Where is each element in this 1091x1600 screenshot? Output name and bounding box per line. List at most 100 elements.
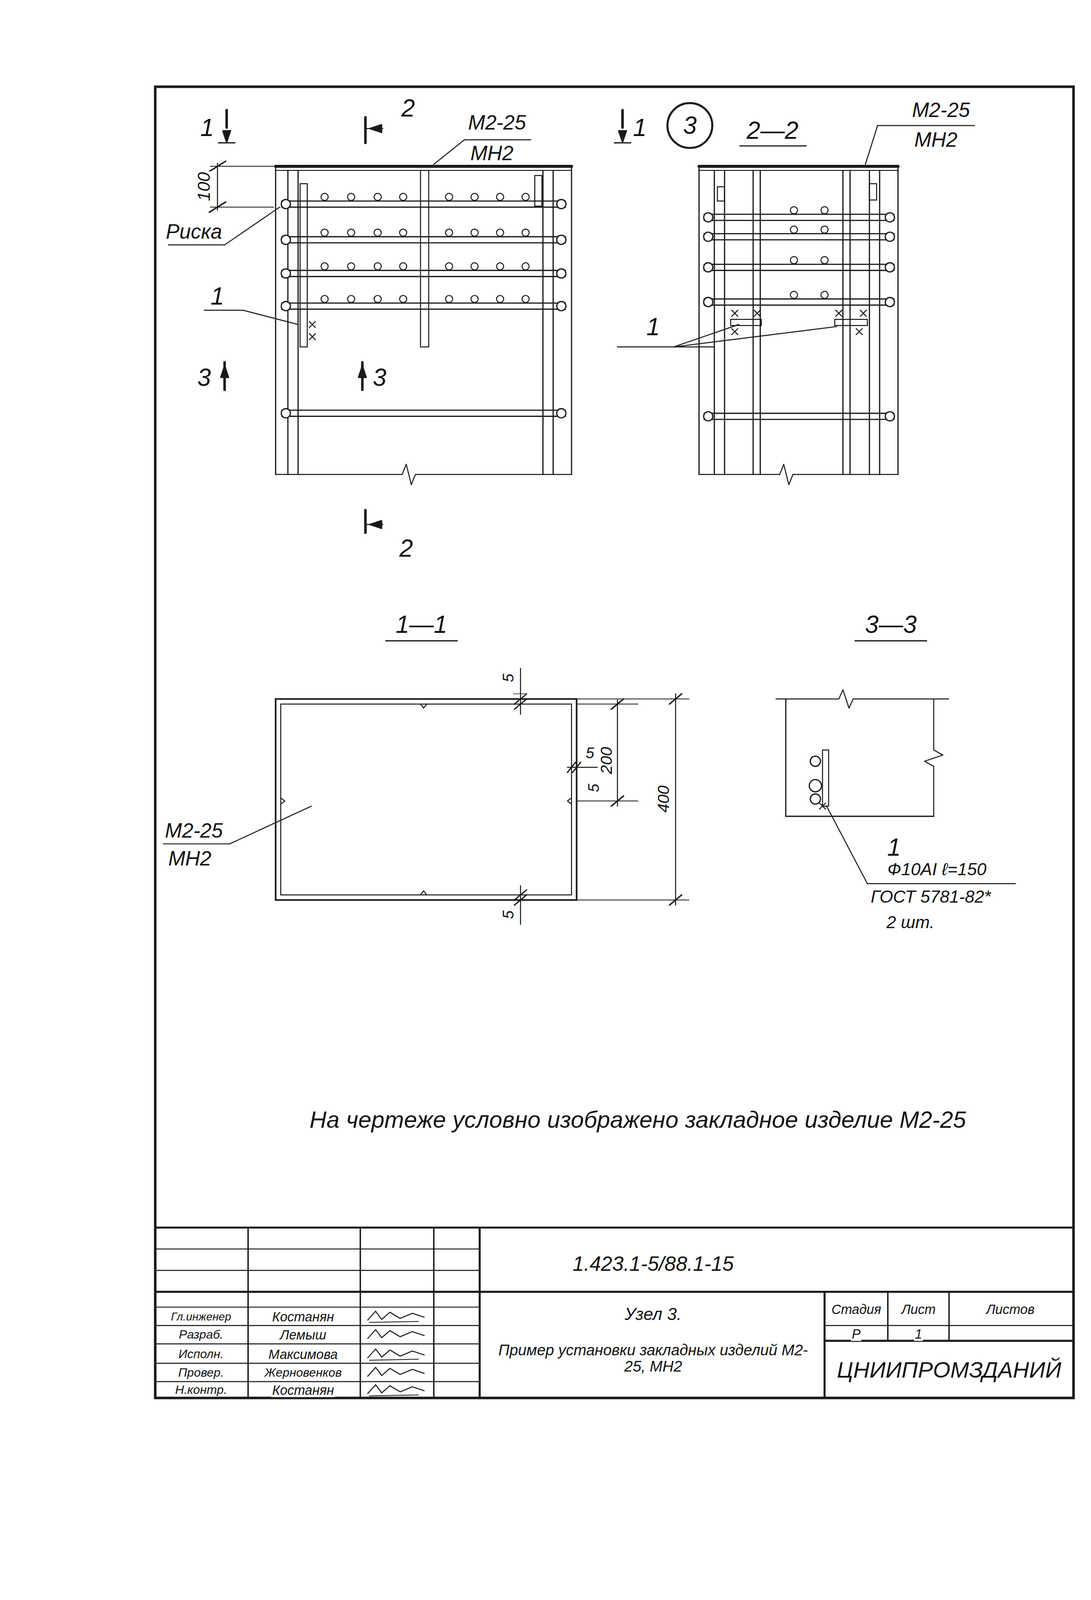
anchor-bar bbox=[869, 183, 877, 201]
sheet-frame bbox=[155, 86, 1074, 1398]
label: 400 bbox=[654, 784, 672, 814]
label: 1 bbox=[886, 834, 902, 860]
dim-tick bbox=[514, 698, 527, 709]
bar-section bbox=[809, 779, 822, 792]
section-mark bbox=[218, 142, 235, 144]
label: Листов bbox=[985, 1302, 1036, 1317]
section-mark bbox=[363, 510, 367, 533]
stirrup-end bbox=[885, 212, 895, 222]
bar-section bbox=[374, 193, 382, 201]
label: Максимова bbox=[267, 1347, 339, 1362]
weld-mark bbox=[819, 803, 826, 810]
weld-mark bbox=[856, 328, 863, 335]
bar-section bbox=[321, 262, 329, 270]
bar-section bbox=[321, 295, 329, 303]
stirrup-end bbox=[556, 408, 566, 418]
label: 1 bbox=[632, 114, 648, 141]
label: Ф10АI ℓ=150 bbox=[886, 860, 988, 879]
bar-section bbox=[496, 228, 504, 236]
stirrup-end bbox=[703, 232, 714, 242]
label: 3—3 bbox=[863, 611, 918, 638]
label: Разраб. bbox=[177, 1328, 225, 1342]
label: М2-25 bbox=[467, 111, 527, 134]
bar-section bbox=[790, 226, 798, 234]
label: 3 bbox=[196, 364, 212, 391]
label: ЦНИИПРОМЗДАНИЙ bbox=[836, 1357, 1063, 1382]
bar-section bbox=[521, 295, 529, 303]
stud-mark bbox=[280, 798, 286, 805]
label: М2-25 bbox=[163, 819, 224, 842]
rebar bbox=[542, 170, 544, 475]
stirrup-end bbox=[556, 199, 566, 209]
label: 1.423.1-5/88.1-15 bbox=[571, 1252, 735, 1274]
label: Костанян bbox=[271, 1383, 335, 1397]
leader-line bbox=[826, 805, 868, 884]
callout-circle bbox=[667, 103, 713, 149]
rebar bbox=[752, 170, 754, 475]
bar-section bbox=[399, 295, 407, 303]
bar-section bbox=[790, 206, 798, 214]
label: Лемыш bbox=[279, 1327, 328, 1342]
stud-mark bbox=[420, 703, 427, 708]
title-block-line bbox=[155, 1290, 1074, 1293]
leader-underline bbox=[867, 883, 1016, 884]
bar-section bbox=[496, 262, 504, 270]
stirrup bbox=[704, 412, 895, 415]
leader-line bbox=[242, 310, 299, 325]
bar-section bbox=[399, 193, 407, 201]
anchor-stud bbox=[420, 170, 429, 347]
dimension-line bbox=[567, 766, 603, 768]
weld-mark bbox=[860, 310, 867, 317]
weld-mark bbox=[731, 328, 738, 335]
label: 2 bbox=[398, 535, 414, 561]
arrow-head bbox=[222, 130, 231, 143]
extension-line bbox=[210, 206, 274, 208]
extension-line bbox=[210, 165, 274, 167]
stirrup bbox=[704, 269, 895, 272]
bar-section bbox=[790, 291, 798, 299]
label: МН2 bbox=[913, 129, 959, 151]
stirrup bbox=[704, 304, 895, 306]
weld-mark bbox=[309, 321, 316, 328]
stirrup-end bbox=[703, 411, 714, 422]
weld-mark bbox=[731, 328, 738, 335]
stirrup bbox=[704, 233, 895, 235]
dim-tick bbox=[611, 698, 624, 709]
plate-outline bbox=[280, 703, 572, 895]
weld-mark bbox=[731, 310, 738, 317]
rebar bbox=[713, 170, 715, 475]
weld-mark bbox=[731, 310, 738, 317]
label: Исполн. bbox=[177, 1347, 225, 1361]
bar-section bbox=[445, 228, 453, 236]
section-mark bbox=[621, 110, 624, 128]
stirrup bbox=[704, 418, 895, 421]
label: 100 bbox=[194, 171, 214, 202]
column-edge bbox=[897, 166, 899, 475]
anchor-bar bbox=[717, 186, 725, 202]
leader-underline bbox=[168, 244, 225, 246]
label: Костанян bbox=[271, 1309, 335, 1324]
column-edge bbox=[785, 698, 787, 817]
label: 5 bbox=[500, 672, 517, 683]
leader-line bbox=[224, 207, 280, 245]
dim-tick bbox=[669, 894, 682, 905]
title-block-line bbox=[824, 1324, 1074, 1326]
dim-tick bbox=[209, 161, 226, 172]
title-block-line bbox=[824, 1339, 1074, 1342]
label: 1 bbox=[209, 283, 226, 309]
dim-tick bbox=[514, 693, 527, 704]
dimension-line bbox=[675, 693, 676, 905]
break-line bbox=[699, 464, 899, 485]
label: Стадия bbox=[830, 1302, 883, 1317]
weld-mark bbox=[309, 321, 316, 328]
bar-section bbox=[810, 793, 821, 805]
stud-mark bbox=[420, 890, 427, 896]
bar-section bbox=[820, 291, 828, 299]
stirrup-end bbox=[556, 235, 566, 245]
bar-section bbox=[321, 193, 329, 201]
break-line bbox=[275, 464, 572, 485]
title-block-line bbox=[155, 1248, 480, 1250]
weld-mark bbox=[309, 333, 316, 340]
stirrup-end bbox=[556, 301, 566, 311]
break-line bbox=[775, 689, 950, 709]
